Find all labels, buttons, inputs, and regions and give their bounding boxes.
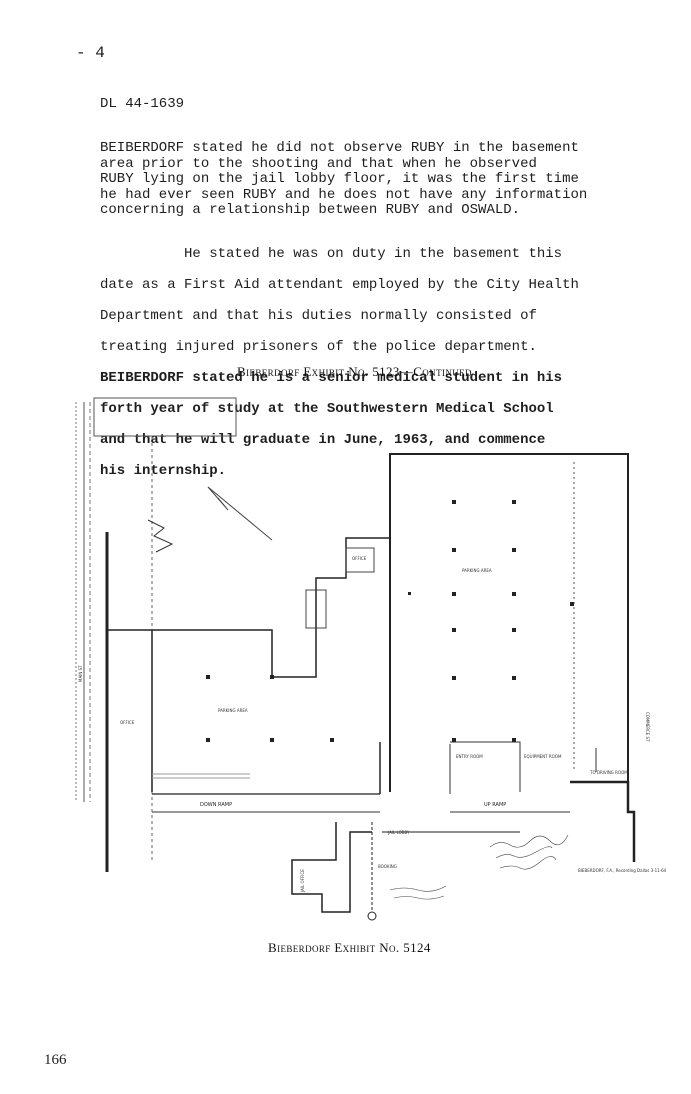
jail-office-label: JAIL OFFICE bbox=[300, 869, 305, 893]
equipment-room-label: EQUIPMENT ROOM bbox=[524, 754, 562, 759]
down-ramp-label: DOWN RAMP bbox=[200, 802, 232, 808]
para2-line: BEIBERDORF stated he is a senior medical… bbox=[100, 369, 563, 386]
exhibit-caption-5124: Bieberdorf Exhibit No. 5124 bbox=[268, 940, 431, 955]
page-number: 166 bbox=[44, 1052, 67, 1068]
para2-line: Department and that his duties normally … bbox=[100, 307, 537, 324]
entry-room-label: ENTRY ROOM bbox=[456, 754, 483, 759]
para2-line: treating injured prisoners of the police… bbox=[100, 338, 537, 355]
jail-lobby-label: JAIL LOBBY bbox=[387, 830, 410, 835]
parking-area-label-left: PARKING AREA bbox=[218, 708, 248, 713]
booking-label: BOOKING bbox=[378, 864, 397, 869]
office-label-1: OFFICE bbox=[352, 556, 367, 561]
street-main-label: MAIN ST bbox=[78, 665, 83, 682]
para2-line: date as a First Aid attendant employed b… bbox=[100, 276, 579, 293]
up-ramp-label: UP RAMP bbox=[484, 802, 506, 808]
para2-line: forth year of study at the Southwestern … bbox=[100, 400, 554, 417]
page-marker: - 4 bbox=[76, 44, 105, 62]
para2-line: He stated he was on duty in the basement… bbox=[100, 245, 563, 262]
exhibit-caption-5123: Bieberdorf Exhibit No. 5123—Continued bbox=[237, 364, 472, 379]
office-label-2: OFFICE bbox=[120, 720, 135, 725]
basement-floor-plan: MAIN ST COMMERCE ST PARKING AREA PARKING… bbox=[75, 397, 667, 921]
street-commerce-label: COMMERCE ST bbox=[645, 712, 650, 742]
paragraph-2: He stated he was on duty in the basement… bbox=[100, 231, 640, 495]
para2-line: his internship. bbox=[100, 462, 227, 479]
file-reference: DL 44-1639 bbox=[100, 96, 185, 112]
paragraph-1: BEIBERDORF stated he did not observe RUB… bbox=[100, 140, 588, 218]
parking-area-label-right: PARKING AREA bbox=[462, 568, 492, 573]
signature-note: BIEBERDORF, F.A., Recording Dallas 3-11-… bbox=[578, 868, 667, 873]
driving-room-label: TO DRIVING ROOM bbox=[589, 770, 628, 775]
